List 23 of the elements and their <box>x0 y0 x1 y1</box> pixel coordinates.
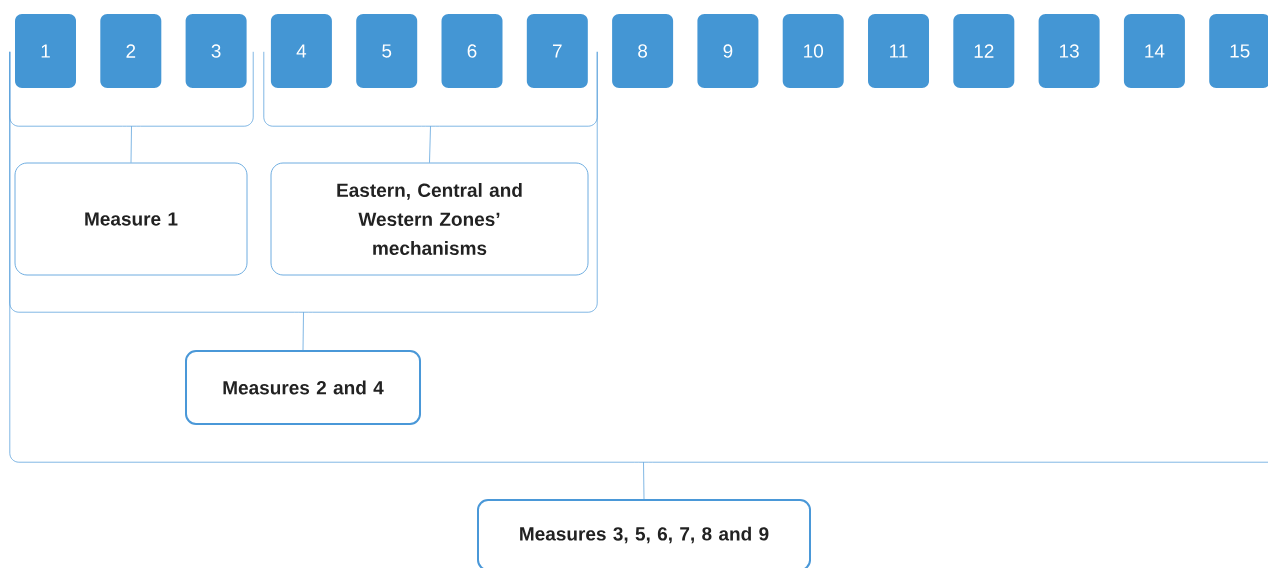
number-tile: 8 <box>612 14 674 88</box>
number-tile: 4 <box>270 14 332 88</box>
number-tile: 2 <box>100 14 162 88</box>
number-tile: 11 <box>868 14 929 88</box>
number-tile: 5 <box>356 14 418 88</box>
number-tile: 14 <box>1123 14 1185 88</box>
number-tile: 13 <box>1038 14 1100 88</box>
connector-line <box>302 311 304 351</box>
number-tile: 1 <box>15 14 76 88</box>
number-tile: 3 <box>185 14 247 88</box>
connector-line <box>643 461 645 500</box>
measure-box: Measures 3, 5, 6, 7, 8 and 9 <box>477 499 811 568</box>
connector-line <box>130 125 132 163</box>
connector-line <box>429 125 431 163</box>
number-tile: 12 <box>953 14 1015 88</box>
number-tile: 9 <box>697 14 759 88</box>
measure-box: Measure 1 <box>14 162 248 276</box>
number-tile: 15 <box>1209 14 1268 88</box>
number-tile: 7 <box>526 14 588 88</box>
number-tile: 10 <box>782 14 844 88</box>
number-tile: 6 <box>441 14 503 88</box>
measure-box: Measures 2 and 4 <box>185 350 421 425</box>
measure-box: Eastern, Central and Western Zones’ mechanisms <box>270 162 589 276</box>
